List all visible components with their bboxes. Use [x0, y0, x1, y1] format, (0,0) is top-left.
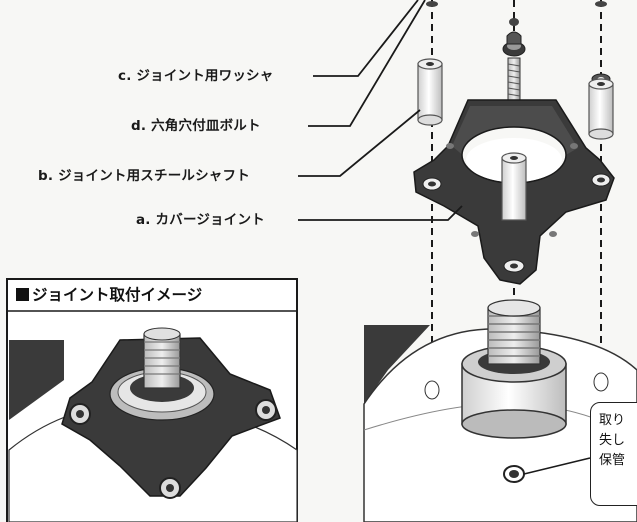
- leader-lines: [298, 0, 463, 221]
- label-washer: c. ジョイント用ワッシャ: [118, 68, 274, 84]
- countersunk-bolt: [502, 18, 526, 101]
- steel-shaft-center: [501, 152, 527, 221]
- steel-shaft-right: [588, 78, 614, 140]
- label-shaft: b. ジョイント用スチールシャフト: [38, 168, 250, 184]
- inset-title: ジョイント取付イメージ: [16, 286, 202, 304]
- square-bullet-icon: [16, 288, 29, 301]
- steel-shaft-left: [417, 58, 443, 126]
- callout-line: 取り: [599, 413, 626, 428]
- inset-assembled-joint: [8, 327, 298, 522]
- label-bolt: d. 六角穴付皿ボルト: [131, 118, 261, 134]
- top-fragments: [426, 1, 607, 7]
- callout-line: 保管: [599, 453, 626, 468]
- callout-line: 失し: [599, 433, 626, 448]
- motor-base-assembly: [363, 299, 637, 522]
- label-cover-joint: a. カバージョイント: [136, 212, 265, 228]
- inset-title-text: ジョイント取付イメージ: [32, 286, 203, 304]
- callout-note: 取り 失し 保管: [590, 402, 637, 506]
